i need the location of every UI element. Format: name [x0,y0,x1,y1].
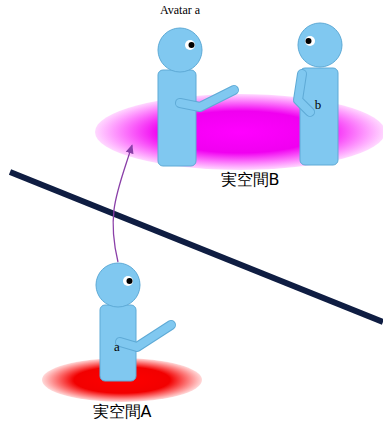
real-space: 実空間B [95,92,383,192]
space-label: 実空間B [115,170,383,191]
figure-eye [185,40,195,50]
person-figure: b [290,20,350,168]
person-figure-outline [95,262,180,384]
figure-arm-outline [180,90,234,107]
figure-arm-outline [120,325,171,347]
figure-arm [298,74,310,112]
figure-pupil [189,42,195,48]
figure-head [96,263,140,307]
figure-body [158,70,196,166]
fig-label: a [107,339,127,355]
fig-label: Avatar a [150,3,210,18]
figure-arm-outline [298,74,310,112]
figure-head [158,28,202,72]
figure-pupil [127,278,133,284]
transfer-arrow [113,145,132,262]
avatar-figure-outline [150,0,245,168]
person-figure: a [95,262,180,384]
figure-arm [120,325,171,347]
fig-label: b [308,97,328,113]
space-ellipse [95,94,383,170]
figure-pupil [306,38,312,44]
space-label: 実空間A [40,402,204,423]
divider-line [10,172,383,322]
figure-arm [180,90,234,107]
figure-eye [123,276,133,286]
figure-head [298,23,342,67]
figure-eye [305,36,315,46]
person-figure-outline [290,20,350,168]
avatar-figure: Avatar a [150,0,245,168]
